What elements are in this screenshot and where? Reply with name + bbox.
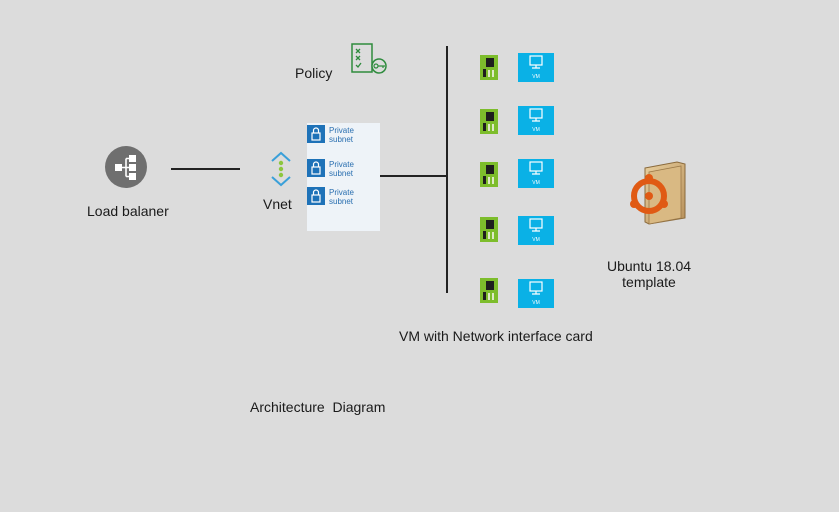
connector-lb-vnet xyxy=(171,168,240,170)
subnet-label-line2: subnet xyxy=(329,197,354,206)
nic-icon xyxy=(480,109,498,134)
subnet-item: Private subnet xyxy=(307,125,380,149)
vm-label: VM xyxy=(532,180,540,186)
diagram-caption: Architecture Diagram xyxy=(250,399,386,415)
lock-icon xyxy=(307,187,325,205)
load-balancer-label: Load balaner xyxy=(87,203,169,219)
vm-monitor-icon: VM xyxy=(518,106,554,135)
vm-monitor-icon: VM xyxy=(518,216,554,245)
lock-icon xyxy=(307,125,325,143)
vm-bus-line xyxy=(446,46,448,293)
subnet-label-line2: subnet xyxy=(329,169,354,178)
vm-label: VM xyxy=(532,74,540,80)
load-balancer-icon xyxy=(104,145,148,189)
subnet-label-line1: Private xyxy=(329,126,354,135)
vnet-label: Vnet xyxy=(263,196,292,212)
subnet-item: Private subnet xyxy=(307,159,380,183)
subnet-container: Private subnet Private subnet Private su… xyxy=(307,123,380,231)
vm-monitor-icon: VM xyxy=(518,159,554,188)
vm-label: VM xyxy=(532,127,540,133)
nic-icon xyxy=(480,162,498,187)
vm-label: VM xyxy=(532,237,540,243)
template-label: Ubuntu 18.04 template xyxy=(604,258,694,290)
nic-icon xyxy=(480,217,498,242)
vm-monitor-icon: VM xyxy=(518,53,554,82)
subnet-label-line1: Private xyxy=(329,188,354,197)
template-label-line2: template xyxy=(622,274,676,290)
lock-icon xyxy=(307,159,325,177)
nic-icon xyxy=(480,55,498,80)
policy-label: Policy xyxy=(295,65,333,81)
vm-group-label: VM with Network interface card xyxy=(399,328,593,344)
vm-label: VM xyxy=(532,300,540,306)
template-label-line1: Ubuntu 18.04 xyxy=(606,258,692,274)
nic-icon xyxy=(480,278,498,303)
policy-icon xyxy=(350,43,390,76)
subnet-label-line1: Private xyxy=(329,160,354,169)
connector-vnet-bus xyxy=(380,175,447,177)
ubuntu-folder-icon xyxy=(627,160,689,226)
subnet-item: Private subnet xyxy=(307,187,380,211)
vnet-icon xyxy=(268,151,294,187)
vm-monitor-icon: VM xyxy=(518,279,554,308)
subnet-label-line2: subnet xyxy=(329,135,354,144)
